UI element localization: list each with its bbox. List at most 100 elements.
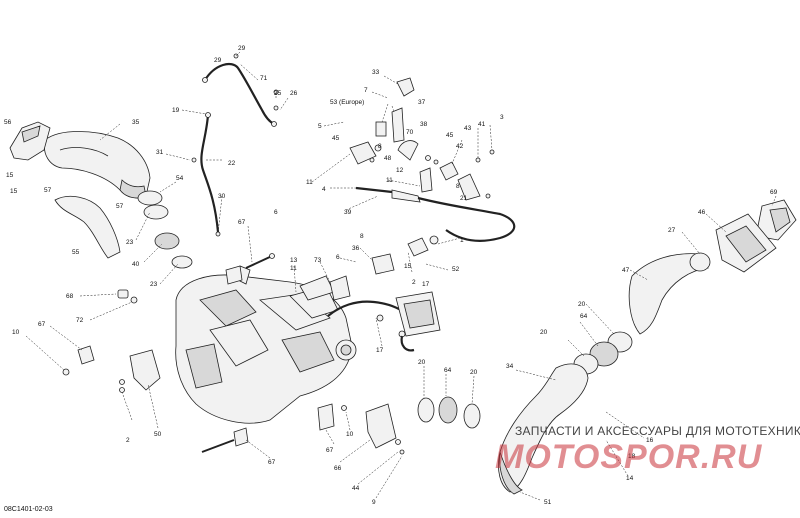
callout-6: 6 bbox=[336, 254, 340, 261]
callout-13: 13 bbox=[290, 257, 298, 264]
duct-47-27 bbox=[628, 252, 711, 335]
callout-54: 54 bbox=[176, 175, 184, 182]
intake-cover-56 bbox=[9, 121, 51, 161]
callout-11: 11 bbox=[290, 265, 297, 272]
callout-51: 51 bbox=[544, 499, 552, 506]
callout-64: 64 bbox=[444, 367, 452, 374]
callout-7: 7 bbox=[364, 87, 368, 94]
bolt-6-lower bbox=[201, 427, 249, 453]
watermark-logo: MOTOSPOR.RU bbox=[495, 438, 763, 476]
callout-50: 50 bbox=[154, 431, 162, 438]
callout-15: 15 bbox=[6, 172, 14, 179]
callout-53-europe: 53 (Europe) bbox=[330, 99, 364, 106]
intake-duct-55 bbox=[54, 195, 121, 259]
mount-67-10-lower bbox=[317, 403, 347, 431]
callout-41: 41 bbox=[478, 121, 486, 128]
watermark-tagline: ЗАПЧАСТИ И АКСЕССУАРЫ ДЛЯ МОТОТЕХНИКИ bbox=[515, 424, 800, 438]
callout-39: 39 bbox=[344, 209, 352, 216]
callout-26: 26 bbox=[290, 90, 298, 97]
sensor-67-30 bbox=[215, 195, 243, 285]
callout-46: 46 bbox=[698, 209, 706, 216]
callout-20: 20 bbox=[578, 301, 586, 308]
connector-1-52 bbox=[407, 235, 439, 257]
callout-16: 16 bbox=[646, 437, 654, 444]
clamps-20-64-right bbox=[417, 331, 633, 429]
callout-42: 42 bbox=[456, 143, 464, 150]
callout-20: 20 bbox=[470, 369, 478, 376]
duct-34-51 bbox=[498, 363, 589, 495]
sensor-36 bbox=[371, 253, 395, 275]
intake-duct-35 bbox=[43, 131, 151, 199]
callout-19: 19 bbox=[172, 107, 180, 114]
callout-29: 29 bbox=[214, 57, 222, 64]
throttle-cable-39 bbox=[355, 186, 516, 242]
callout-18: 18 bbox=[628, 453, 636, 460]
callout-2: 2 bbox=[412, 279, 416, 286]
callout-67: 67 bbox=[268, 459, 276, 466]
callout-72: 72 bbox=[76, 317, 84, 324]
callout-4: 4 bbox=[322, 186, 326, 193]
callout-36: 36 bbox=[352, 245, 360, 252]
callout-57: 57 bbox=[44, 187, 52, 194]
callout-67: 67 bbox=[38, 321, 46, 328]
callout-33: 33 bbox=[372, 69, 380, 76]
callout-67: 67 bbox=[326, 447, 334, 454]
callout-23: 23 bbox=[150, 281, 158, 288]
bracket-73 bbox=[329, 275, 351, 301]
bracket-66 bbox=[365, 403, 405, 455]
callout-35: 35 bbox=[132, 119, 140, 126]
clamps-54-23-40 bbox=[137, 190, 193, 269]
callout-40: 40 bbox=[132, 261, 140, 268]
callout-15: 15 bbox=[404, 263, 412, 270]
callout-27: 27 bbox=[668, 227, 676, 234]
callout-29: 29 bbox=[238, 45, 246, 52]
callout-10: 10 bbox=[346, 431, 354, 438]
air-intake-69-46 bbox=[715, 199, 797, 273]
callout-57: 57 bbox=[116, 203, 124, 210]
callout-37: 37 bbox=[418, 99, 426, 106]
callout-labels: 29 29 71 25 26 19 56 35 31 22 15 15 57 5… bbox=[4, 45, 778, 506]
callout-70: 70 bbox=[406, 129, 414, 136]
callout-15: 15 bbox=[10, 188, 18, 195]
callout-5: 5 bbox=[318, 123, 322, 130]
callout-22: 22 bbox=[228, 160, 236, 167]
callout-17: 17 bbox=[422, 281, 430, 288]
callout-67: 67 bbox=[238, 219, 246, 226]
callout-52: 52 bbox=[452, 266, 460, 273]
cap-68-72 bbox=[117, 289, 138, 304]
callout-21: 21 bbox=[460, 195, 468, 202]
leader-lines bbox=[25, 51, 777, 501]
callout-71: 71 bbox=[260, 75, 268, 82]
callout-14: 14 bbox=[626, 475, 634, 482]
callout-43: 43 bbox=[464, 125, 472, 132]
callout-17: 17 bbox=[376, 347, 384, 354]
callout-20: 20 bbox=[418, 359, 426, 366]
callout-9: 9 bbox=[372, 499, 376, 506]
bolt-6 bbox=[245, 253, 275, 269]
callout-3: 3 bbox=[500, 114, 504, 121]
sensor-10-67-left bbox=[62, 345, 95, 376]
callout-12: 12 bbox=[396, 167, 404, 174]
callout-23: 23 bbox=[126, 239, 134, 246]
callout-55: 55 bbox=[72, 249, 80, 256]
callout-44: 44 bbox=[352, 485, 360, 492]
callout-31: 31 bbox=[156, 149, 164, 156]
bracket-50 bbox=[119, 349, 161, 393]
callout-47: 47 bbox=[622, 267, 630, 274]
throttle-body-parts bbox=[349, 77, 495, 201]
callout-45: 45 bbox=[332, 135, 340, 142]
callout-48: 48 bbox=[384, 155, 392, 162]
callout-25: 25 bbox=[274, 90, 282, 97]
callout-56: 56 bbox=[4, 119, 12, 126]
callout-34: 34 bbox=[506, 363, 514, 370]
callout-38: 38 bbox=[420, 121, 428, 128]
callout-73: 73 bbox=[314, 257, 322, 264]
diagram-reference: 08C1401-02-03 bbox=[4, 506, 53, 513]
callout-69: 69 bbox=[770, 189, 778, 196]
callout-10: 10 bbox=[12, 329, 20, 336]
callout-66: 66 bbox=[334, 465, 342, 472]
callout-20: 20 bbox=[540, 329, 548, 336]
callout-8: 8 bbox=[456, 183, 460, 190]
